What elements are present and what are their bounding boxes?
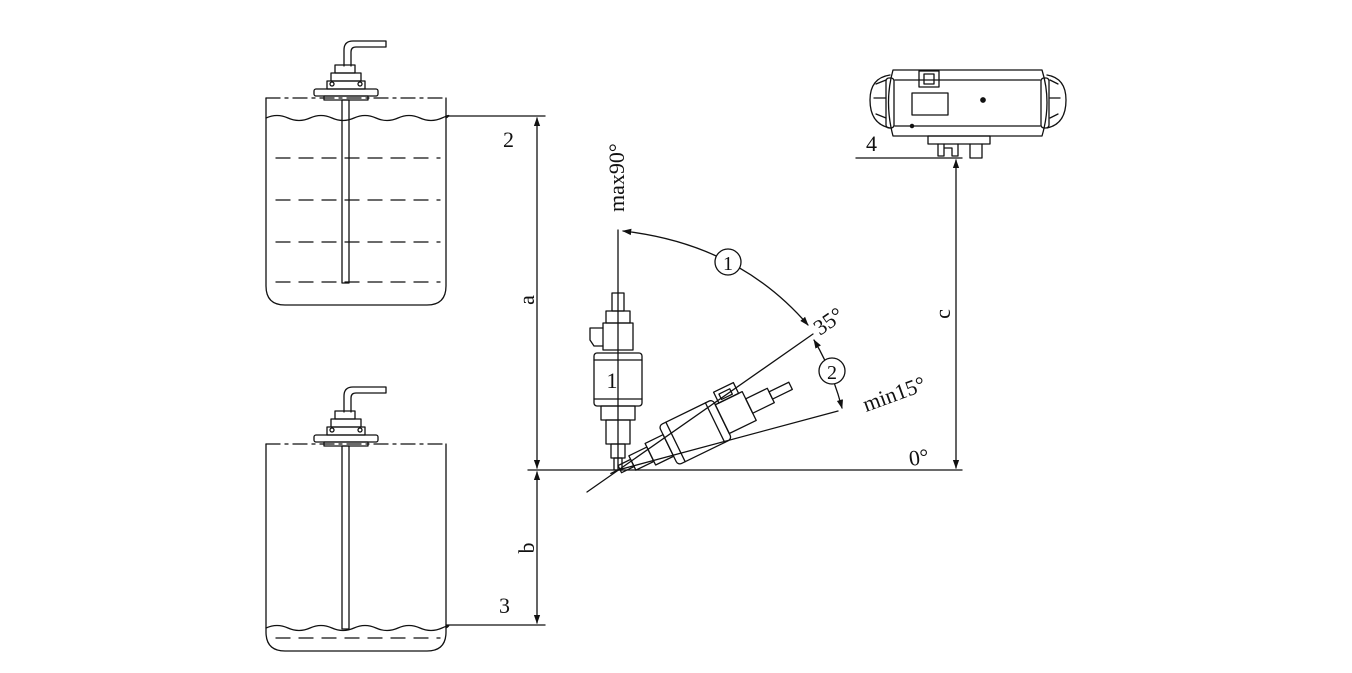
range-1-circle xyxy=(714,248,742,276)
tank-full-suction-tube xyxy=(341,99,350,284)
heater-label: 4 xyxy=(866,131,877,156)
tank-full-fuel-surface xyxy=(265,114,450,122)
heater-mount-base xyxy=(927,135,991,145)
angle-min-label: min15° xyxy=(859,371,929,417)
range-2-label: 2 xyxy=(827,362,837,384)
tank-full-fitting xyxy=(313,40,387,101)
pump-label: 1 xyxy=(607,368,618,393)
angle-max-label: max90° xyxy=(604,143,629,212)
angle-35-label: 35° xyxy=(809,302,849,340)
range-1-label: 1 xyxy=(723,253,733,275)
range-2-circle xyxy=(818,357,846,385)
heater-unit xyxy=(855,69,1067,159)
heater-right-endcap xyxy=(1046,74,1067,129)
tank-low-suction-tube xyxy=(341,445,350,630)
fuel-tank-low xyxy=(265,386,450,652)
tank-full-fuel-dashes xyxy=(275,157,441,283)
tank-low-label: 3 xyxy=(499,593,510,618)
heater-body xyxy=(887,69,1048,137)
heater-control-window xyxy=(911,92,949,116)
fuel-pump-vertical xyxy=(589,292,643,471)
fuel-tank-full xyxy=(265,40,450,306)
heater-left-endcap xyxy=(869,74,891,129)
dimension-a-label: a xyxy=(514,295,539,305)
dimension-c-label: c xyxy=(930,309,955,319)
tank-low-fitting xyxy=(313,386,387,447)
fuel-pump-tilted xyxy=(610,381,793,475)
tank-low-body xyxy=(265,443,447,652)
heater-fuel-connector xyxy=(937,143,959,157)
line-35-deg xyxy=(586,333,814,493)
angle-zero-label: 0° xyxy=(907,443,930,471)
tank-full-label: 2 xyxy=(503,127,514,152)
range-arc-1 xyxy=(622,228,809,326)
tank-leader-lines xyxy=(445,115,963,626)
tank-low-fuel-surface xyxy=(265,624,450,632)
tank-full-body xyxy=(265,97,447,306)
dimension-b-label: b xyxy=(514,543,539,554)
tilted-pump-coil-body xyxy=(659,400,732,465)
